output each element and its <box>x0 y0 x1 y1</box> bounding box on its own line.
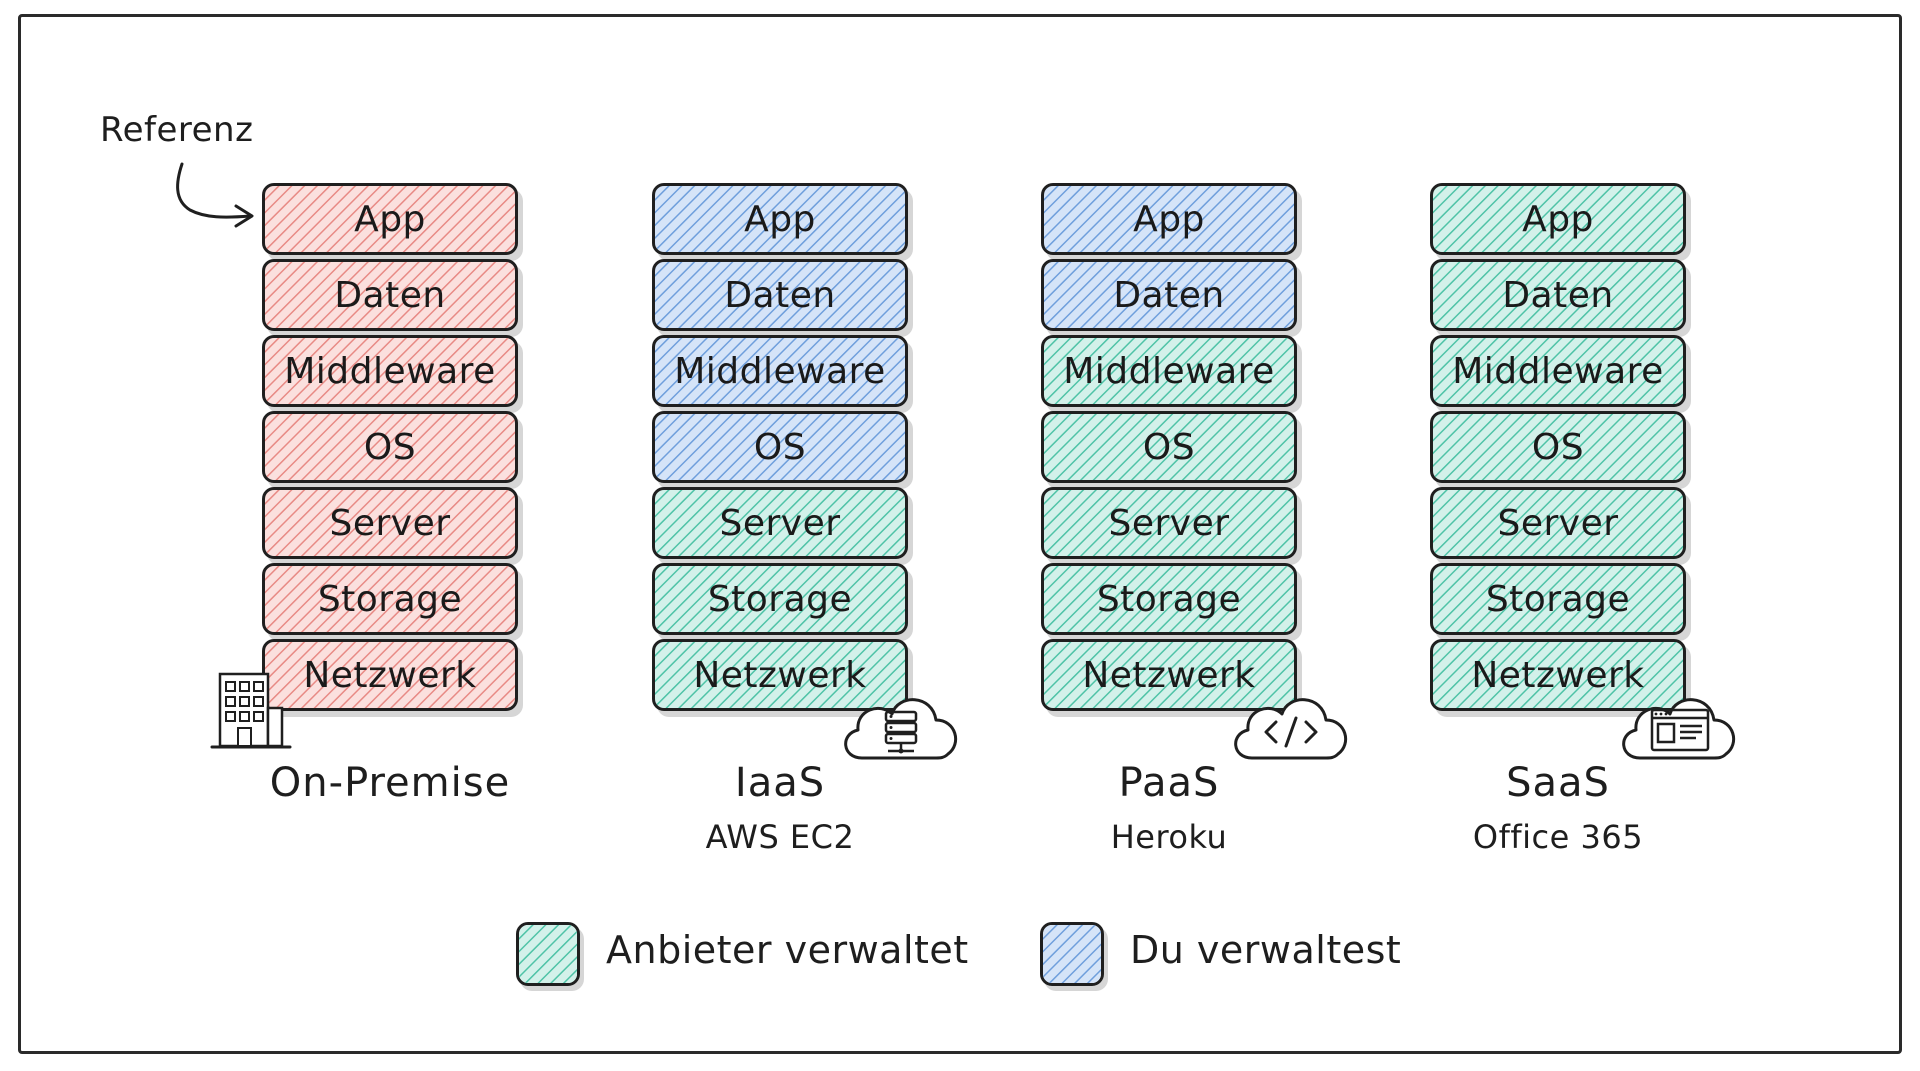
reference-label: Referenz <box>100 110 254 150</box>
layer-middleware: Middleware <box>262 335 518 407</box>
layer-storage: Storage <box>262 563 518 635</box>
layer-storage: Storage <box>652 563 908 635</box>
legend-label-customer: Du verwaltest <box>1130 928 1402 972</box>
layer-label: Netzwerk <box>1082 654 1256 696</box>
layer-server: Server <box>1041 487 1297 559</box>
cloud-server-icon <box>844 698 958 760</box>
column-subtitle-saas: Office 365 <box>1472 818 1644 856</box>
layer-middleware: Middleware <box>1041 335 1297 407</box>
layer-label: Server <box>719 502 841 544</box>
layer-os: OS <box>652 411 908 483</box>
stack-iaas: App Daten Middleware OS Server Storage N… <box>652 183 908 711</box>
column-title-saas: SaaS <box>1506 760 1610 806</box>
layer-label: Storage <box>1096 578 1242 620</box>
layer-label: Middleware <box>1452 350 1664 392</box>
layer-label: Server <box>1108 502 1230 544</box>
layer-label: Netzwerk <box>693 654 867 696</box>
column-title-on-premise: On-Premise <box>269 760 511 806</box>
layer-netzwerk: Netzwerk <box>652 639 908 711</box>
layer-storage: Storage <box>1430 563 1686 635</box>
layer-os: OS <box>1041 411 1297 483</box>
layer-label: App <box>1522 198 1594 240</box>
reference-arrow-icon <box>176 162 254 228</box>
layer-label: Middleware <box>674 350 886 392</box>
layer-server: Server <box>262 487 518 559</box>
layer-server: Server <box>652 487 908 559</box>
layer-daten: Daten <box>262 259 518 331</box>
layer-netzwerk: Netzwerk <box>262 639 518 711</box>
layer-label: Storage <box>317 578 463 620</box>
layer-label: Daten <box>334 274 446 316</box>
layer-app: App <box>652 183 908 255</box>
layer-middleware: Middleware <box>1430 335 1686 407</box>
layer-netzwerk: Netzwerk <box>1041 639 1297 711</box>
layer-label: OS <box>1142 426 1196 468</box>
cloud-code-icon <box>1234 698 1348 760</box>
layer-label: Netzwerk <box>1471 654 1645 696</box>
column-subtitle-paas: Heroku <box>1110 818 1228 856</box>
layer-label: App <box>354 198 426 240</box>
layer-label: Server <box>1497 502 1619 544</box>
layer-label: OS <box>753 426 807 468</box>
legend-swatch-provider <box>516 922 580 986</box>
stack-saas: App Daten Middleware OS Server Storage N… <box>1430 183 1686 711</box>
legend-swatch-customer <box>1040 922 1104 986</box>
layer-label: App <box>1133 198 1205 240</box>
building-icon <box>210 672 292 749</box>
layer-app: App <box>262 183 518 255</box>
layer-label: Daten <box>724 274 836 316</box>
layer-label: OS <box>1531 426 1585 468</box>
layer-label: Storage <box>707 578 853 620</box>
layer-server: Server <box>1430 487 1686 559</box>
layer-middleware: Middleware <box>652 335 908 407</box>
layer-label: Daten <box>1113 274 1225 316</box>
layer-daten: Daten <box>1430 259 1686 331</box>
layer-label: Server <box>329 502 451 544</box>
column-subtitle-iaas: AWS EC2 <box>705 818 855 856</box>
layer-label: Daten <box>1502 274 1614 316</box>
column-title-paas: PaaS <box>1118 760 1220 806</box>
layer-label: OS <box>363 426 417 468</box>
layer-storage: Storage <box>1041 563 1297 635</box>
column-title-iaas: IaaS <box>734 760 826 806</box>
stack-on-premise: App Daten Middleware OS Server Storage N… <box>262 183 518 711</box>
layer-os: OS <box>262 411 518 483</box>
layer-daten: Daten <box>652 259 908 331</box>
layer-os: OS <box>1430 411 1686 483</box>
layer-label: Middleware <box>1063 350 1275 392</box>
legend-label-provider: Anbieter verwaltet <box>606 928 969 972</box>
cloud-app-window-icon <box>1622 698 1736 760</box>
layer-label: Netzwerk <box>303 654 477 696</box>
layer-netzwerk: Netzwerk <box>1430 639 1686 711</box>
layer-app: App <box>1430 183 1686 255</box>
layer-label: Storage <box>1485 578 1631 620</box>
layer-app: App <box>1041 183 1297 255</box>
stack-paas: App Daten Middleware OS Server Storage N… <box>1041 183 1297 711</box>
layer-label: App <box>744 198 816 240</box>
layer-label: Middleware <box>284 350 496 392</box>
layer-daten: Daten <box>1041 259 1297 331</box>
